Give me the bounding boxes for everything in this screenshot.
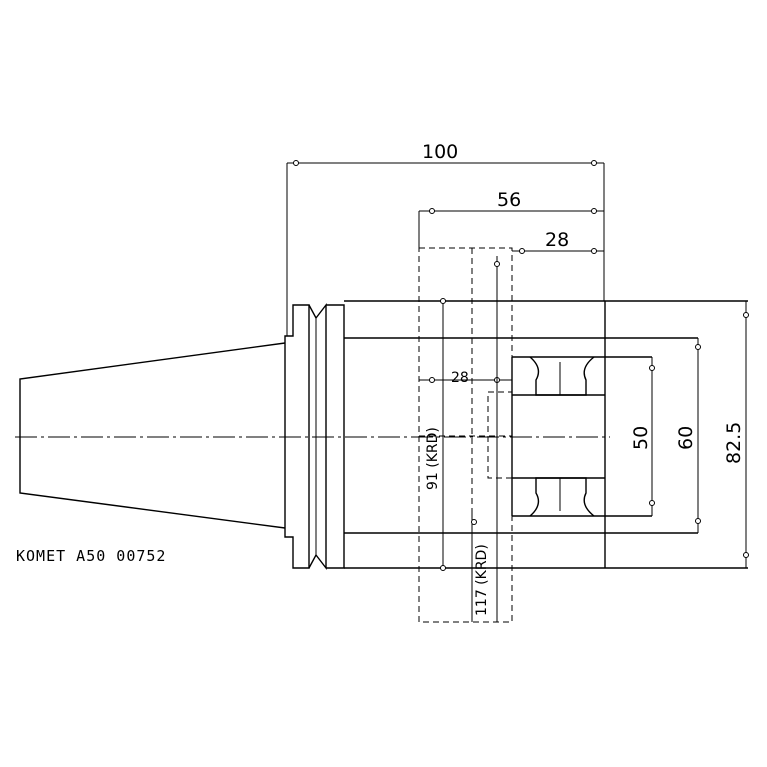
dim-100-text: 100: [422, 141, 458, 163]
dim-28-top: 28: [512, 229, 604, 254]
dim-91: 91 (KRD): [425, 298, 446, 571]
dim-50: 50: [630, 357, 655, 516]
dim-117: 117 (KRD): [471, 256, 500, 622]
dim-28-top-text: 28: [545, 229, 569, 251]
dim-91-text: 91 (KRD): [425, 427, 441, 490]
dim-82-5: 82.5: [723, 301, 749, 568]
dim-28-inner: 28: [419, 370, 512, 386]
dim-100: 100: [286, 141, 605, 336]
dim-56-text: 56: [497, 189, 521, 211]
dim-50-text: 50: [630, 426, 652, 450]
tool-body: [344, 300, 748, 569]
dim-82-5-text: 82.5: [723, 422, 745, 464]
dim-60: 60: [675, 338, 701, 533]
dim-56: 56: [418, 189, 604, 248]
part-label: KOMET A50 00752: [16, 547, 166, 565]
bore: [511, 356, 652, 517]
dim-60-text: 60: [675, 426, 697, 450]
taper-shank: [19, 342, 286, 529]
dim-117-text: 117 (KRD): [474, 544, 490, 616]
dim-28-inner-text: 28: [451, 370, 469, 386]
